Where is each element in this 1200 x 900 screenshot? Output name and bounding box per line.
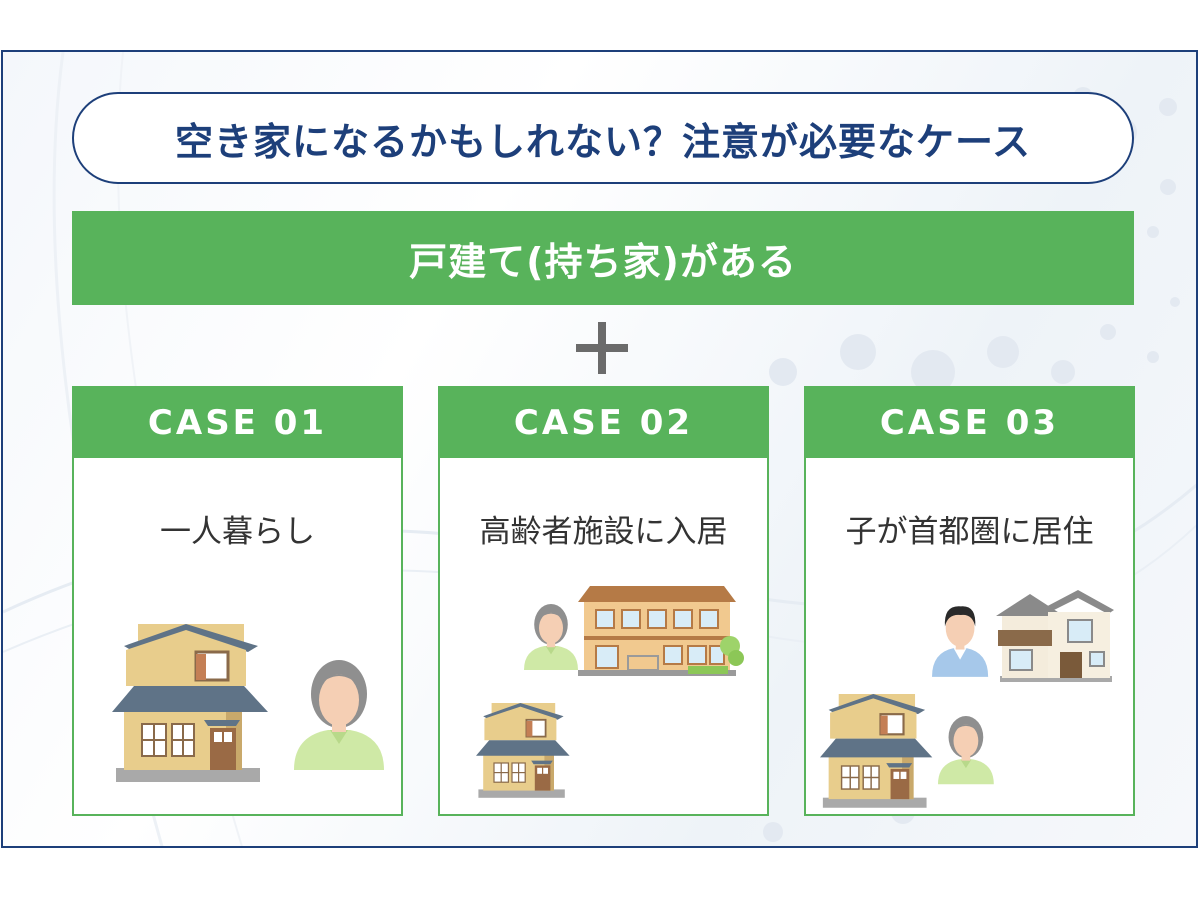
house-icon [110,622,270,784]
slide-frame: 空き家になるかもしれない？注意が必要なケース 戸建て(持ち家)がある CASE … [1,50,1198,848]
case-card-02: CASE 02 高齢者施設に入居 [438,386,769,816]
elderly-woman-icon [938,716,994,785]
case-card-03: CASE 03 子が首都圏に居住 [804,386,1135,816]
plus-icon [576,322,628,374]
case-heading: CASE 02 [440,388,767,458]
condition-banner: 戸建て(持ち家)がある [72,211,1134,305]
case-illustration [475,586,744,799]
case-heading: CASE 01 [74,388,401,458]
house-icon [475,702,571,799]
case-label: 子が首都圏に居住 [845,514,1094,550]
case-label: 一人暮らし [160,514,315,550]
case-card-01: CASE 01 一人暮らし [72,386,403,816]
modern-house-icon [996,590,1114,682]
case-illustration [818,590,1114,809]
case-label: 高齢者施設に入居 [479,514,728,550]
case-heading: CASE 03 [806,388,1133,458]
house-icon [818,692,934,809]
care-facility-icon [578,586,744,676]
elderly-woman-icon [294,660,384,770]
page-title: 空き家になるかもしれない？注意が必要なケース [72,92,1134,184]
elderly-woman-icon [524,604,578,670]
case-illustration [110,622,384,784]
man-icon [932,606,989,677]
